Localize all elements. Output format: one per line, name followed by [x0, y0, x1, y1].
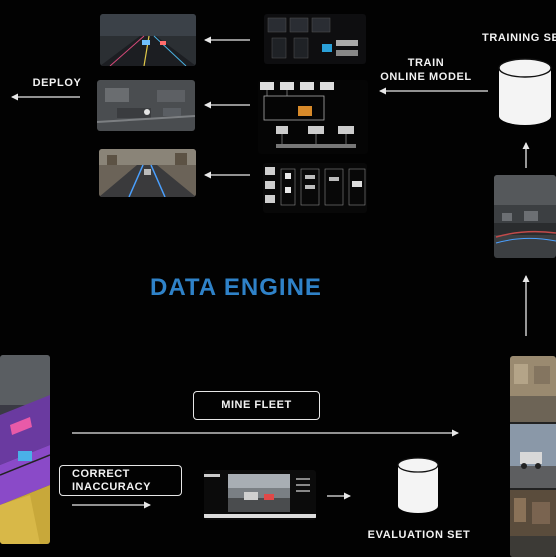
thumbnail-right-middle	[494, 175, 556, 258]
thumbnail-network-1	[264, 14, 366, 64]
thumbnail-road-1	[100, 14, 196, 66]
thumbnail-network-3	[263, 163, 367, 213]
thumbnail-left-segmentation	[0, 355, 50, 544]
thumbnail-network-2	[258, 80, 368, 154]
thumbnail-road-3	[99, 149, 196, 197]
evaluation-set-label: EVALUATION SET	[367, 529, 471, 541]
train-label-line-1: TRAIN	[407, 57, 445, 69]
thumbnail-road-2	[97, 80, 195, 131]
training-set-database-icon	[498, 58, 552, 125]
train-online-model-label: TRAIN ONLINE MODEL	[374, 56, 478, 84]
train-label-line-2: ONLINE MODEL	[380, 71, 472, 83]
thumbnail-labeling-tool	[204, 470, 316, 520]
training-set-label: TRAINING SE	[482, 32, 556, 44]
correct-label-line-1: CORRECT	[72, 467, 130, 480]
evaluation-set-database-icon	[397, 457, 439, 513]
deploy-label: DEPLOY	[32, 77, 82, 89]
data-engine-title: DATA ENGINE	[150, 274, 322, 301]
mine-fleet-box: MINE FLEET	[193, 391, 320, 420]
correct-label-line-2: INACCURACY	[72, 480, 151, 493]
correct-inaccuracy-box: CORRECT INACCURACY	[59, 465, 182, 496]
thumbnail-right-bottom-stack	[510, 356, 556, 557]
